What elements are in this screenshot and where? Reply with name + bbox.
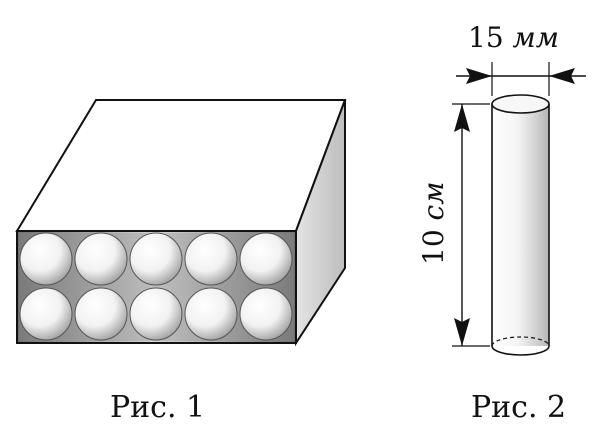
tube-end-circle <box>129 287 183 341</box>
length-dimension: 10 см <box>417 103 490 347</box>
tube-end-circle <box>239 287 293 341</box>
length-value: 10 <box>417 229 450 265</box>
diameter-dimension: 15 мм <box>456 21 586 96</box>
tube-body <box>492 104 549 346</box>
figure-2-tube <box>491 94 550 356</box>
tube-top-ellipse <box>491 94 550 114</box>
diameter-unit: мм <box>513 21 559 54</box>
length-arrow-bottom <box>454 318 470 346</box>
figure-2-caption: Рис. 2 <box>471 390 566 425</box>
figure-1-box <box>15 99 347 347</box>
box-top-face <box>15 99 347 232</box>
length-label: 10 см <box>417 182 450 265</box>
tube-end-circle <box>239 232 293 286</box>
length-unit: см <box>417 182 450 221</box>
tube-end-circle <box>19 287 73 341</box>
tube-end-circle <box>19 232 73 286</box>
diameter-arrow-right <box>549 68 575 84</box>
tube-end-circle <box>129 232 183 286</box>
figure-1-caption: Рис. 1 <box>110 390 205 425</box>
tube-bottom-front-arc <box>491 345 550 356</box>
tube-bottom-back-arc <box>491 336 550 347</box>
diameter-label: 15 мм <box>468 21 559 54</box>
tube-end-circle <box>184 287 238 341</box>
tube-end-circle <box>184 232 238 286</box>
length-arrow-top <box>454 104 470 132</box>
diameter-value: 15 <box>468 21 504 54</box>
tube-end-circle <box>74 232 128 286</box>
tube-end-circle <box>74 287 128 341</box>
diameter-arrow-left <box>466 68 492 84</box>
tube-circles <box>19 232 293 341</box>
